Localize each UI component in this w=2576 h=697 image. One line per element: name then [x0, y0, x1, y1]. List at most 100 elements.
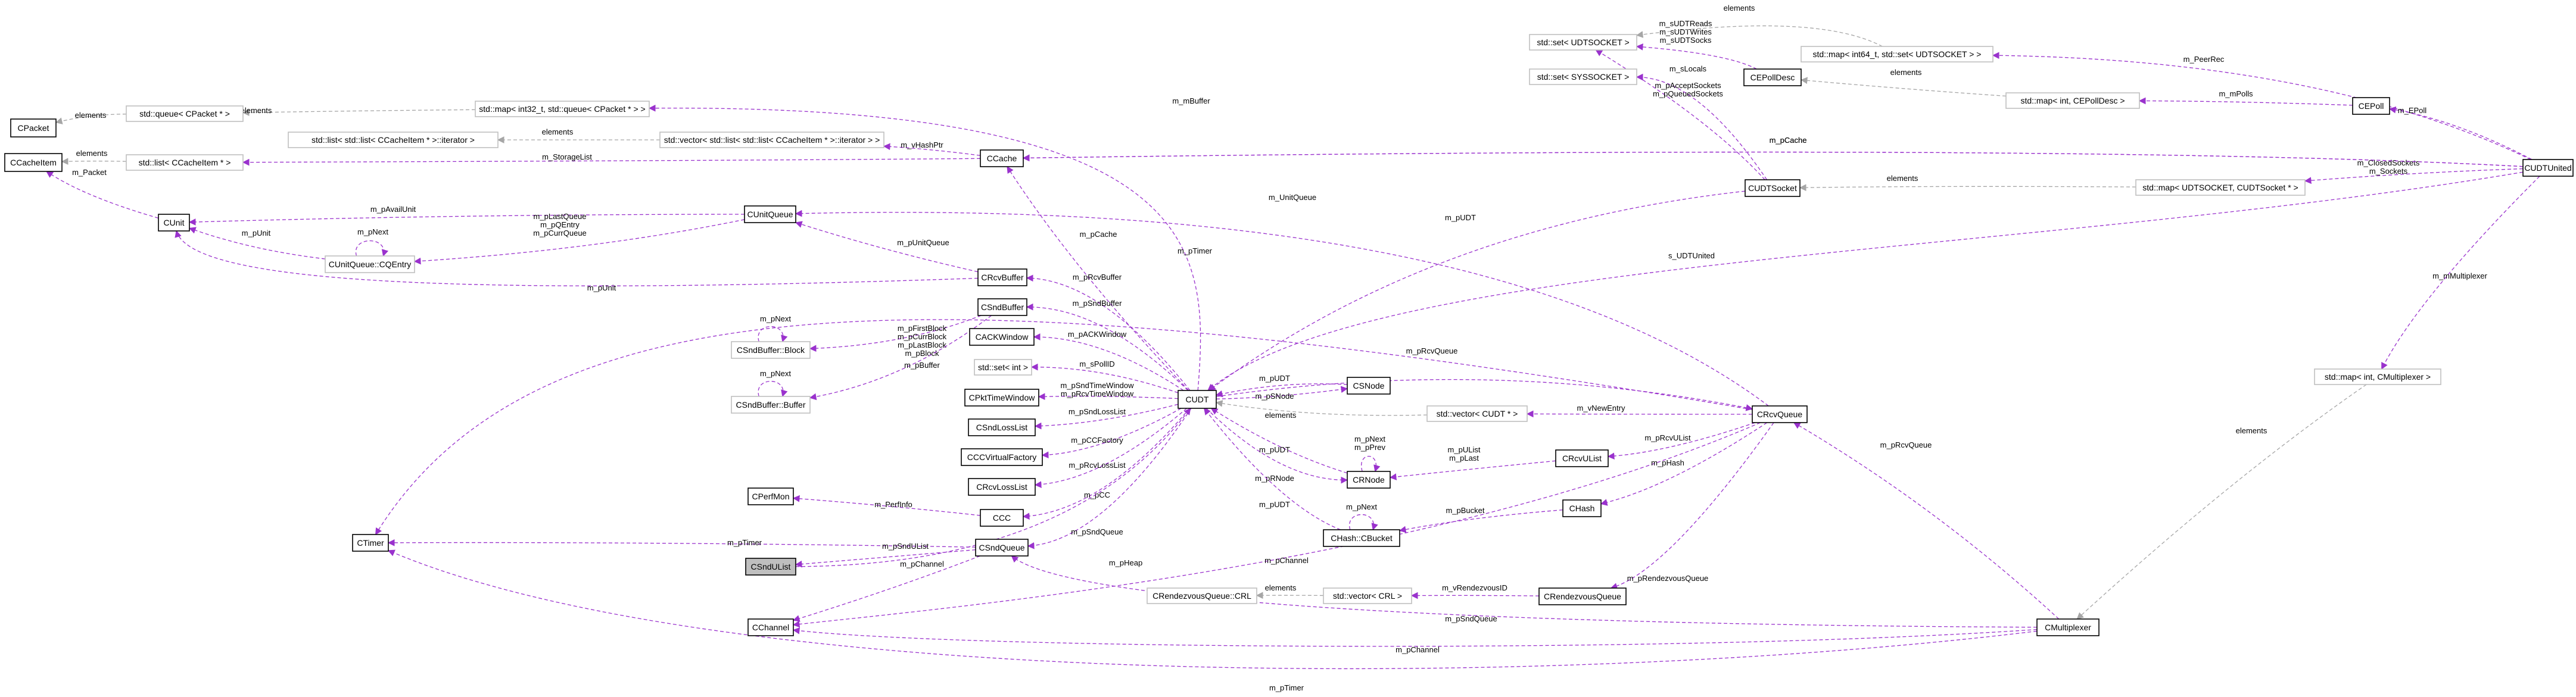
node-box: [2352, 97, 2390, 115]
node-csnode[interactable]: CSNode: [1347, 377, 1391, 395]
edge-label: m_pSndQueue: [1445, 614, 1497, 623]
node-csndlosslist[interactable]: CSndLossList: [968, 418, 1036, 436]
node-crendezvousqueue[interactable]: CRendezvousQueue: [1538, 587, 1627, 605]
node-queue-cpacket[interactable]: std::queue< CPacket * >: [126, 105, 244, 122]
edge-label: m_pNext: [760, 314, 791, 323]
node-set-udtsocket[interactable]: std::set< UDTSOCKET >: [1529, 34, 1637, 51]
edge-label: m_sUDTSocks: [1660, 36, 1712, 45]
node-cqentry[interactable]: CUnitQueue::CQEntry: [325, 255, 415, 273]
node-list-cacheitem[interactable]: std::list< CCacheItem * >: [126, 154, 244, 171]
edge-label: m_pBuffer: [904, 361, 940, 370]
node-crcvulist[interactable]: CRcvUList: [1555, 449, 1609, 467]
node-label: CCacheItem: [10, 158, 57, 167]
edge-line: [758, 326, 788, 343]
edge-line: [2076, 384, 2367, 620]
node-csndqueue[interactable]: CSndQueue: [975, 539, 1029, 557]
edge-line: [1207, 171, 2524, 391]
node-set-int[interactable]: std::set< int >: [974, 359, 1032, 376]
node-chash[interactable]: CHash: [1562, 499, 1602, 517]
node-label: CACKWindow: [976, 332, 1029, 342]
node-map-int32-queue[interactable]: std::map< int32_t, std::queue< CPacket *…: [475, 101, 650, 117]
node-sndbuf-buffer[interactable]: CSndBuffer::Buffer: [731, 396, 811, 414]
edge-label: m_Sockets: [2369, 167, 2408, 176]
node-ctimer[interactable]: CTimer: [352, 534, 389, 552]
node-cunit[interactable]: CUnit: [158, 214, 190, 232]
edge-rn-pudt: m_pUDT: [1210, 408, 1348, 474]
edge-buffer-next: m_pNext: [758, 369, 791, 398]
node-cudtunited[interactable]: CUDTUnited: [2522, 159, 2574, 177]
node-cepoll[interactable]: CEPoll: [2352, 97, 2390, 115]
node-map-udtsocket[interactable]: std::map< UDTSOCKET, CUDTSocket * >: [2135, 179, 2306, 196]
edge-slocals: m_sLocals: [1636, 64, 1768, 180]
node-list-iter[interactable]: std::list< std::list< CCacheItem * >::it…: [288, 132, 499, 148]
edge-label: m_StorageList: [542, 152, 592, 161]
node-vec-list-iter[interactable]: std::vector< std::list< std::list< CCach…: [659, 132, 884, 148]
node-label: CCCVirtualFactory: [967, 452, 1036, 462]
node-cchannel[interactable]: CChannel: [747, 618, 794, 636]
node-label: std::map< int, CEPollDesc >: [2020, 96, 2125, 105]
node-map-int-cmux[interactable]: std::map< int, CMultiplexer >: [2314, 368, 2441, 385]
edge-pccfactory: m_pCCFactory: [1041, 408, 1182, 459]
node-crcvqueue[interactable]: CRcvQueue: [1752, 405, 1808, 423]
node-label: CTimer: [357, 538, 384, 548]
node-box: [977, 268, 1027, 286]
node-box: [747, 618, 794, 636]
node-cpacket[interactable]: CPacket: [10, 118, 57, 137]
node-label: std::vector< std::list< std::list< CCach…: [664, 135, 880, 145]
node-cccvf[interactable]: CCCVirtualFactory: [961, 448, 1043, 466]
edge-rcvbuf-unitqueue: m_pUnitQueue: [795, 221, 979, 273]
node-map-int-cepolldesc[interactable]: std::map< int, CEPollDesc >: [2005, 92, 2140, 109]
node-cudt[interactable]: CUDT: [1178, 390, 1217, 409]
node-cudtsocket[interactable]: CUDTSocket: [1745, 179, 1801, 197]
node-label: std::set< SYSSOCKET >: [1537, 72, 1630, 82]
node-ccacheitem[interactable]: CCacheItem: [4, 153, 63, 172]
node-crvq-crl[interactable]: CRendezvousQueue::CRL: [1147, 587, 1257, 604]
edge-cqentry-unit: m_pUnit: [188, 227, 326, 260]
edge-psndlosslist: m_pSndLossList: [1034, 404, 1179, 430]
node-label: CSndBuffer::Buffer: [736, 400, 806, 410]
node-cackwindow[interactable]: CACKWindow: [969, 328, 1035, 346]
node-label: CSndBuffer::Block: [737, 345, 805, 355]
node-crnode[interactable]: CRNode: [1347, 471, 1391, 489]
edge-pcache-united: m_pCache: [1022, 136, 2524, 167]
edge-line: [1361, 456, 1381, 473]
node-crcvbuffer[interactable]: CRcvBuffer: [977, 268, 1027, 286]
edge-prendezvous: m_pRendezvousQueue: [1610, 422, 1774, 590]
node-box: [10, 118, 57, 137]
node-label: CHash: [1569, 504, 1595, 513]
node-crcvlosslist[interactable]: CRcvLossList: [968, 478, 1036, 496]
node-cunitqueue[interactable]: CUnitQueue: [744, 205, 796, 223]
edge-pudt: m_pUDT: [1208, 190, 1746, 391]
node-ccc[interactable]: CCC: [980, 509, 1024, 527]
edge-line: [1022, 151, 2524, 167]
node-label: CEPollDesc: [1750, 73, 1795, 82]
node-label: CRcvBuffer: [981, 273, 1024, 282]
node-box: [475, 101, 650, 117]
node-cperfmon[interactable]: CPerfMon: [747, 487, 794, 505]
node-cmultiplexer[interactable]: CMultiplexer: [2036, 618, 2100, 636]
node-ccache[interactable]: CCache: [980, 149, 1024, 167]
edge-label: m_pTimer: [1269, 683, 1304, 692]
node-csndbuffer[interactable]: CSndBuffer: [977, 298, 1027, 316]
node-vec-cudt[interactable]: std::vector< CUDT * >: [1426, 405, 1528, 422]
node-set-syssocket[interactable]: std::set< SYSSOCKET >: [1529, 68, 1637, 85]
edge-line: [1022, 151, 2524, 167]
edge-line: [188, 227, 326, 260]
node-box: [1752, 405, 1808, 423]
edge-line: [1210, 408, 1348, 474]
node-csndulist[interactable]: CSndUList: [745, 558, 796, 576]
node-label: CRendezvousQueue::CRL: [1152, 591, 1251, 601]
node-box: [1178, 390, 1217, 409]
node-cepolldesc[interactable]: CEPollDesc: [1743, 68, 1802, 86]
node-sndbuf-block[interactable]: CSndBuffer::Block: [731, 341, 811, 359]
node-label: CCache: [987, 154, 1017, 163]
node-chash-bucket[interactable]: CHash::CBucket: [1323, 529, 1400, 547]
node-map-int64-set[interactable]: std::map< int64_t, std::set< UDTSOCKET >…: [1801, 46, 1993, 62]
edge-pchannel-rcv: m_pChannel: [792, 422, 1761, 628]
edge-line: [1600, 422, 1768, 506]
edge-map-int64: elements: [1636, 4, 1883, 47]
node-vec-crl[interactable]: std::vector< CRL >: [1323, 587, 1412, 604]
edge-ptimer-top: m_pTimer: [375, 246, 1753, 535]
node-cpkttimewindow[interactable]: CPktTimeWindow: [964, 389, 1039, 407]
